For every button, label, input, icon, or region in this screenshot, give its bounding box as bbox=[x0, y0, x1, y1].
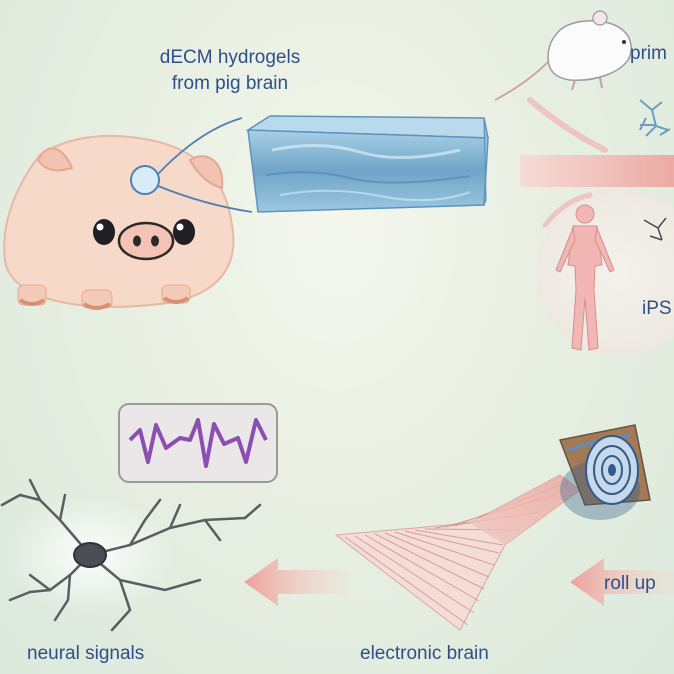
arrow-right-icon bbox=[570, 558, 674, 606]
ips-label: iPS bbox=[642, 298, 672, 319]
arrow-left-icon bbox=[244, 558, 348, 606]
hydrogel-block-icon bbox=[245, 115, 489, 213]
neuron-icon bbox=[0, 478, 262, 632]
human-curve-arrow-icon bbox=[542, 192, 593, 228]
human-figure-icon bbox=[555, 204, 615, 351]
ips-neuron-icon bbox=[643, 217, 667, 241]
hydrogel-label-line2: from pig brain bbox=[171, 73, 289, 94]
electronic-brain-label: electronic brain bbox=[360, 643, 489, 664]
rat-icon bbox=[494, 10, 633, 101]
ips-circle bbox=[536, 188, 674, 356]
pig-icon bbox=[3, 117, 253, 310]
primary-label: prim bbox=[630, 43, 667, 64]
roll-up-label: roll up bbox=[604, 573, 656, 594]
primary-neuron-icon bbox=[639, 99, 671, 137]
rat-curve-arrow-icon bbox=[527, 97, 608, 153]
process-bar-icon bbox=[520, 155, 674, 187]
rolled-electronics-icon bbox=[558, 424, 651, 520]
electronic-brain-icon bbox=[334, 474, 581, 631]
neural-signals-label: neural signals bbox=[27, 643, 145, 664]
hydrogel-label-line1: dECM hydrogels bbox=[159, 47, 301, 68]
signal-waveform-icon bbox=[118, 403, 278, 483]
